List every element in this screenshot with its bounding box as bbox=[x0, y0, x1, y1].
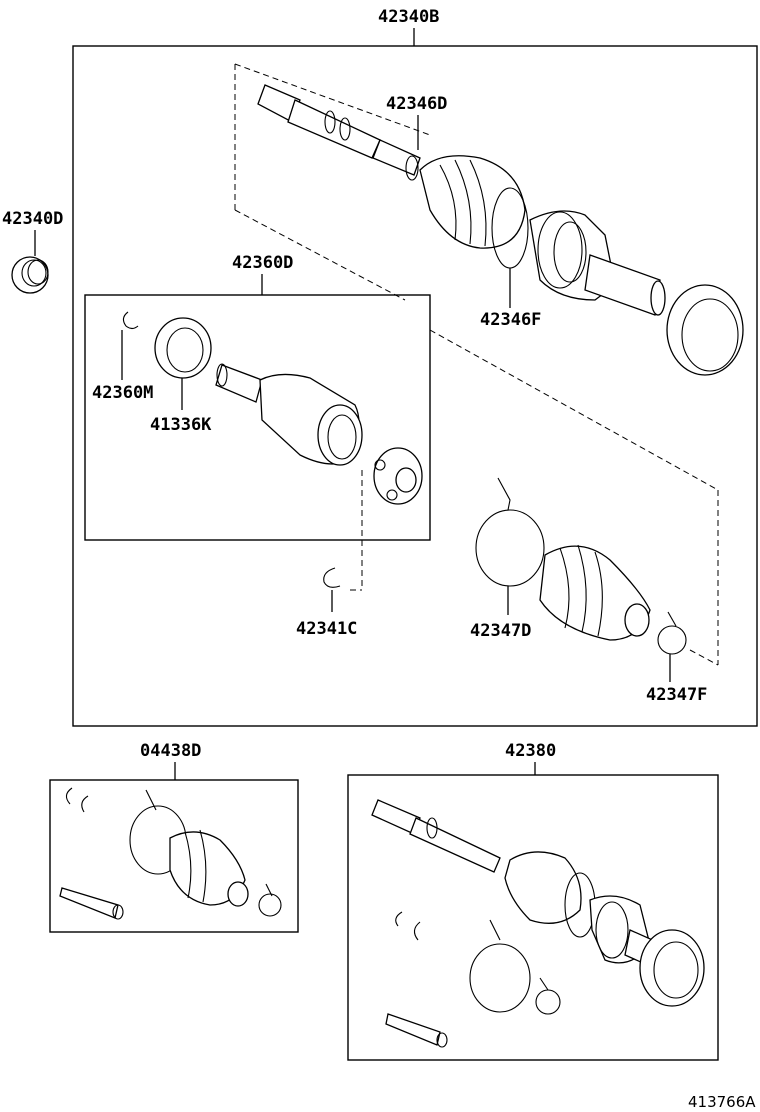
label-04438D[interactable]: 04438D bbox=[140, 741, 201, 761]
label-42347D[interactable]: 42347D bbox=[470, 621, 531, 641]
main-assembly-box bbox=[72, 45, 758, 727]
shaft-assy-box bbox=[347, 774, 719, 1061]
diagram-id: 413766A bbox=[688, 1093, 756, 1111]
boot-clamp-large-part bbox=[475, 477, 545, 587]
label-42346F[interactable]: 42346F bbox=[480, 310, 541, 330]
bearing-ring-part bbox=[11, 256, 49, 294]
inner-joint-box bbox=[84, 294, 431, 541]
tripod-spider-part bbox=[373, 447, 423, 505]
dust-seal-part bbox=[154, 317, 212, 379]
outer-shaft-dashed-outline bbox=[234, 63, 431, 136]
inner-joint-housing-part bbox=[215, 363, 363, 466]
label-42341C[interactable]: 42341C bbox=[296, 619, 357, 639]
label-42340D[interactable]: 42340D bbox=[2, 209, 63, 229]
snap-ring-part bbox=[122, 311, 139, 330]
boot-kit-box bbox=[49, 779, 299, 933]
shaft-assy-parts bbox=[371, 799, 705, 1048]
label-42380[interactable]: 42380 bbox=[505, 741, 556, 761]
circlip-part bbox=[323, 567, 341, 588]
label-41336K[interactable]: 41336K bbox=[150, 415, 212, 435]
boot-kit-parts bbox=[59, 787, 282, 920]
label-42347F[interactable]: 42347F bbox=[646, 685, 707, 705]
outer-dust-seal-part bbox=[666, 284, 744, 376]
label-42340B[interactable]: 42340B bbox=[378, 7, 439, 27]
inner-boot-part bbox=[539, 544, 651, 641]
outer-drive-shaft-part bbox=[257, 84, 666, 316]
label-42346D[interactable]: 42346D bbox=[386, 94, 447, 114]
label-42360M[interactable]: 42360M bbox=[92, 383, 153, 403]
label-42360D[interactable]: 42360D bbox=[232, 253, 293, 273]
boot-clamp-small-part bbox=[657, 611, 687, 655]
